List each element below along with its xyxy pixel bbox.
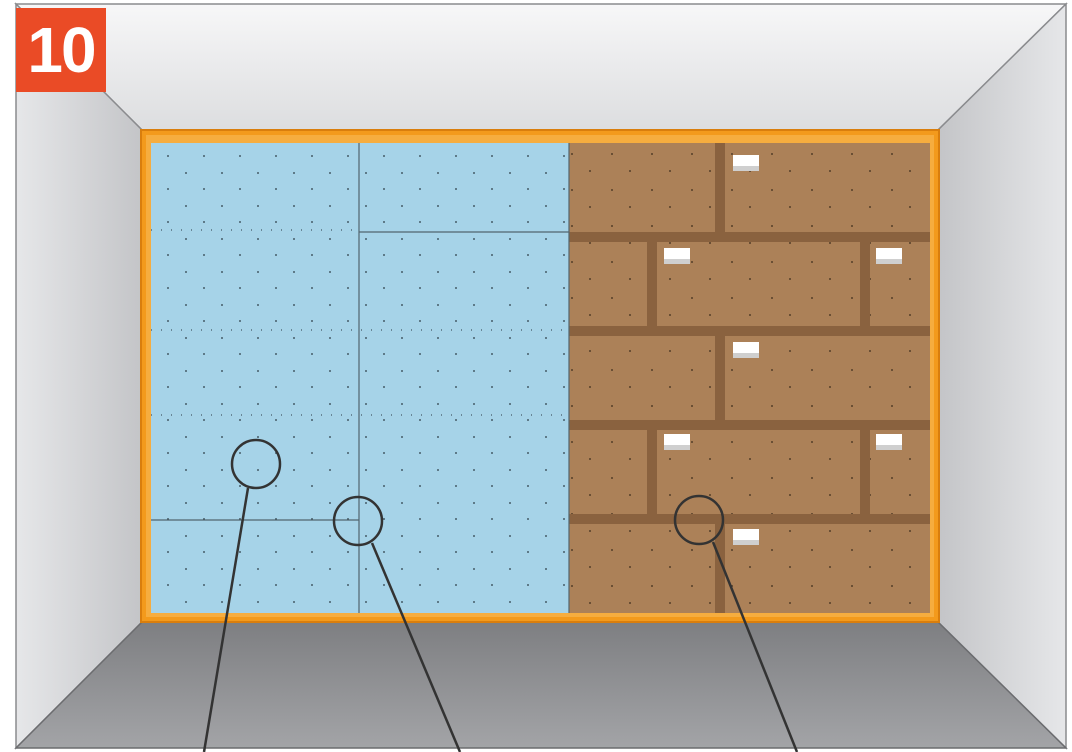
ceiling bbox=[16, 4, 1066, 132]
right-wall bbox=[936, 4, 1066, 748]
step-number-badge: 10 bbox=[16, 8, 106, 92]
floor bbox=[16, 620, 1066, 748]
plywood-section bbox=[569, 143, 930, 613]
drywall-section bbox=[151, 143, 569, 613]
left-wall bbox=[16, 4, 144, 748]
